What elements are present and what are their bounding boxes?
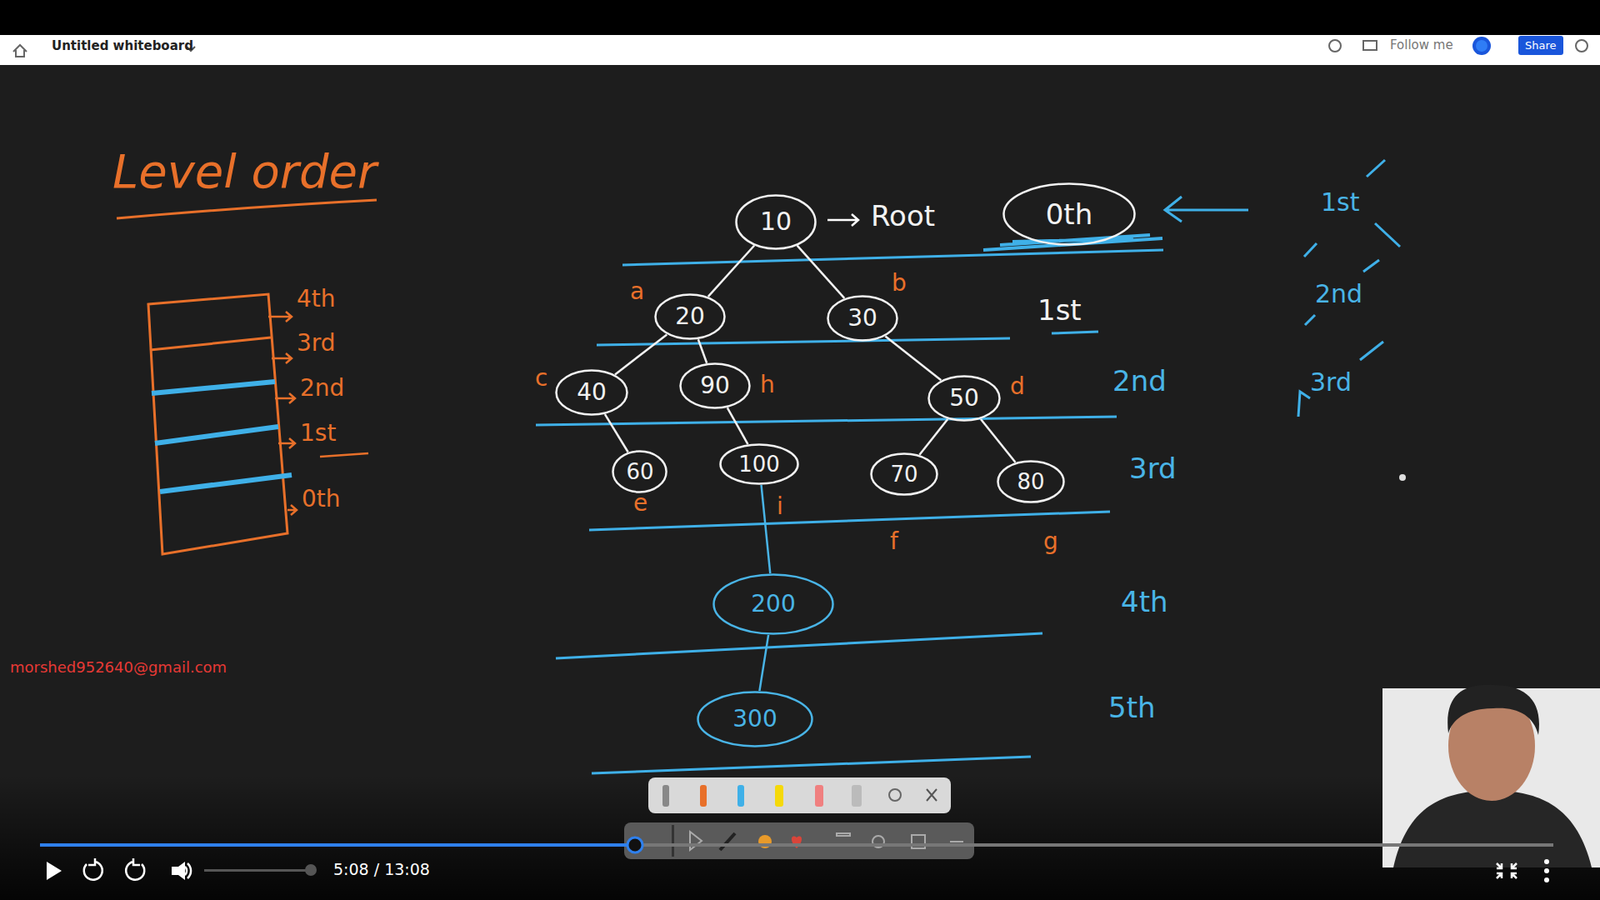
node-text: 50 [949, 386, 980, 410]
tree-node: 40 [555, 369, 629, 416]
stack-level: 4th [296, 287, 336, 311]
share-button: Share [1518, 35, 1564, 55]
node-letter: e [633, 491, 648, 515]
stack-level: 1st [300, 421, 336, 445]
video-time: 5:08 / 13:08 [333, 861, 430, 878]
diagram-title: Level order [112, 148, 377, 195]
node-text: 30 [847, 306, 878, 330]
tree-node: 10 [735, 194, 817, 250]
node-text: 90 [700, 374, 730, 398]
tree-edge [605, 414, 629, 452]
root-label: Root [870, 201, 935, 230]
node-text: 70 [890, 463, 918, 485]
tree-edge [919, 419, 948, 455]
tree-node: 90 [679, 362, 751, 410]
node-letter: f [890, 530, 899, 554]
tree-node: 100 [719, 443, 800, 485]
toolbar-text: Follow me [1390, 39, 1454, 52]
level-label: 3rd [1129, 454, 1177, 483]
tree-edge [615, 334, 667, 375]
node-letter: h [760, 373, 775, 397]
tree-node: 80 [996, 460, 1065, 504]
stack-level: 0th [301, 487, 341, 511]
crossed-label: 1st [1320, 190, 1360, 215]
crossed-label: 3rd [1310, 370, 1352, 395]
tree-node: 50 [927, 375, 1001, 422]
node-letter: d [1010, 375, 1025, 399]
tree-edge [885, 336, 941, 381]
tree-node: 300 [696, 690, 814, 748]
node-letter: c [535, 366, 548, 390]
tree-node: 60 [611, 450, 668, 494]
tree-node: 70 [870, 452, 939, 496]
tree-edge [759, 635, 769, 691]
level-label: 4th [1120, 587, 1169, 616]
node-text: 80 [1016, 470, 1045, 493]
node-text: 10 [760, 209, 792, 235]
stack-level: 3rd [296, 331, 336, 355]
node-text: 300 [732, 707, 777, 731]
node-letter: b [891, 271, 907, 295]
tree-edge [797, 245, 845, 299]
tree-edge [708, 245, 755, 297]
level-label: 2nd [1112, 366, 1167, 395]
node-text: 200 [750, 592, 795, 616]
tree-node: 20 [654, 293, 726, 340]
node-text: 40 [576, 380, 607, 405]
tree-edge [698, 339, 707, 363]
stack-level: 2nd [300, 376, 345, 400]
node-letter: g [1043, 530, 1059, 554]
crossed-label: 2nd [1315, 281, 1363, 307]
tree-edge [980, 419, 1015, 463]
level-label: 1st [1037, 295, 1082, 325]
level-label: 5th [1108, 693, 1156, 722]
app-title: Untitled whiteboard [51, 40, 194, 53]
watermark: morshed952640@gmail.com [10, 660, 227, 675]
node-letter: a [630, 280, 645, 304]
node-text: 60 [625, 460, 654, 483]
tree-node: 30 [826, 295, 899, 342]
tree-edge [761, 485, 771, 574]
tree-edge [727, 407, 749, 445]
node-text: 20 [675, 305, 705, 329]
tree-node: 0th [1002, 182, 1136, 246]
node-text: 100 [738, 453, 780, 475]
node-letter: i [776, 495, 784, 519]
tree-node: 200 [712, 573, 835, 635]
node-text: 0th [1045, 200, 1094, 229]
